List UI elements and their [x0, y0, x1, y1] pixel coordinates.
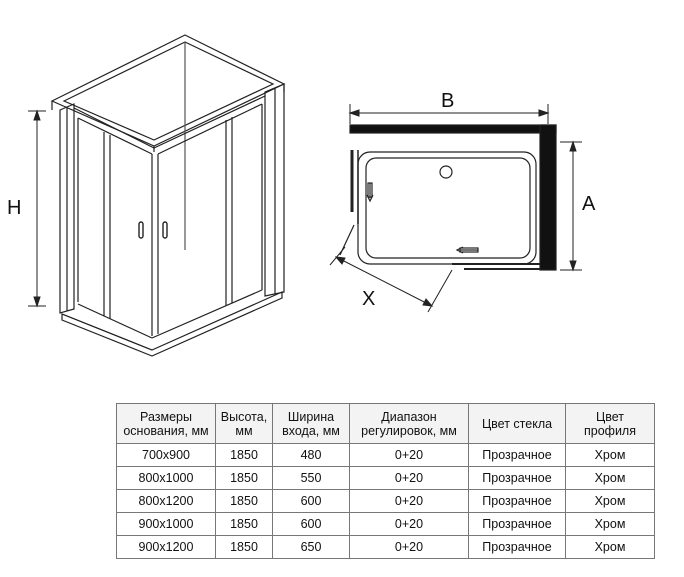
table-cell: 1850 — [215, 443, 273, 467]
shower-cabin-drawing: H B A — [7, 34, 596, 357]
table-row: 900x1000 1850 600 0+20 Прозрачное Хром — [116, 512, 655, 536]
column-header: Цвет стекла — [468, 403, 566, 444]
table-cell: 0+20 — [349, 535, 469, 559]
table-cell: 1850 — [215, 489, 273, 513]
specs-table: Размеры основания, мм Высота, мм Ширина … — [116, 403, 655, 559]
height-dimension — [28, 109, 46, 308]
column-header: Ширина входа, мм — [272, 403, 350, 444]
width-dimension — [348, 104, 550, 124]
table-cell: 0+20 — [349, 489, 469, 513]
table-cell: Хром — [565, 443, 655, 467]
table-cell: Хром — [565, 512, 655, 536]
table-cell: 700x900 — [116, 443, 216, 467]
table-cell: 0+20 — [349, 512, 469, 536]
column-header: Размеры основания, мм — [116, 403, 216, 444]
depth-label: A — [582, 193, 596, 215]
table-cell: 480 — [272, 443, 350, 467]
table-cell: Прозрачное — [468, 466, 566, 490]
table-row: 700x900 1850 480 0+20 Прозрачное Хром — [116, 443, 655, 467]
table-cell: Хром — [565, 466, 655, 490]
table-cell: Прозрачное — [468, 535, 566, 559]
table-cell: 550 — [272, 466, 350, 490]
table-cell: 600 — [272, 489, 350, 513]
table-cell: Прозрачное — [468, 443, 566, 467]
table-cell: 800x1000 — [116, 466, 216, 490]
depth-dimension — [560, 140, 582, 272]
table-cell: Прозрачное — [468, 512, 566, 536]
isometric-view — [50, 34, 286, 357]
table-cell: 1850 — [215, 535, 273, 559]
table-header-row: Размеры основания, мм Высота, мм Ширина … — [116, 403, 655, 444]
table-cell: Хром — [565, 489, 655, 513]
entry-dimension — [329, 246, 453, 313]
table-row: 800x1200 1850 600 0+20 Прозрачное Хром — [116, 489, 655, 513]
table-cell: 1850 — [215, 512, 273, 536]
table-cell: 900x1000 — [116, 512, 216, 536]
table-cell: 0+20 — [349, 443, 469, 467]
table-cell: Хром — [565, 535, 655, 559]
width-label: B — [441, 90, 454, 112]
plan-view — [339, 124, 557, 271]
table-cell: 600 — [272, 512, 350, 536]
table-cell: 650 — [272, 535, 350, 559]
column-header: Диапазон регулировок, мм — [349, 403, 469, 444]
height-label: H — [7, 197, 21, 219]
table-row: 800x1000 1850 550 0+20 Прозрачное Хром — [116, 466, 655, 490]
table-cell: Прозрачное — [468, 489, 566, 513]
column-header: Высота, мм — [215, 403, 273, 444]
table-cell: 0+20 — [349, 466, 469, 490]
table-cell: 800x1200 — [116, 489, 216, 513]
table-cell: 1850 — [215, 466, 273, 490]
table-row: 900x1200 1850 650 0+20 Прозрачное Хром — [116, 535, 655, 559]
table-cell: 900x1200 — [116, 535, 216, 559]
entry-label: X — [362, 288, 375, 310]
column-header: Цвет профиля — [565, 403, 655, 444]
